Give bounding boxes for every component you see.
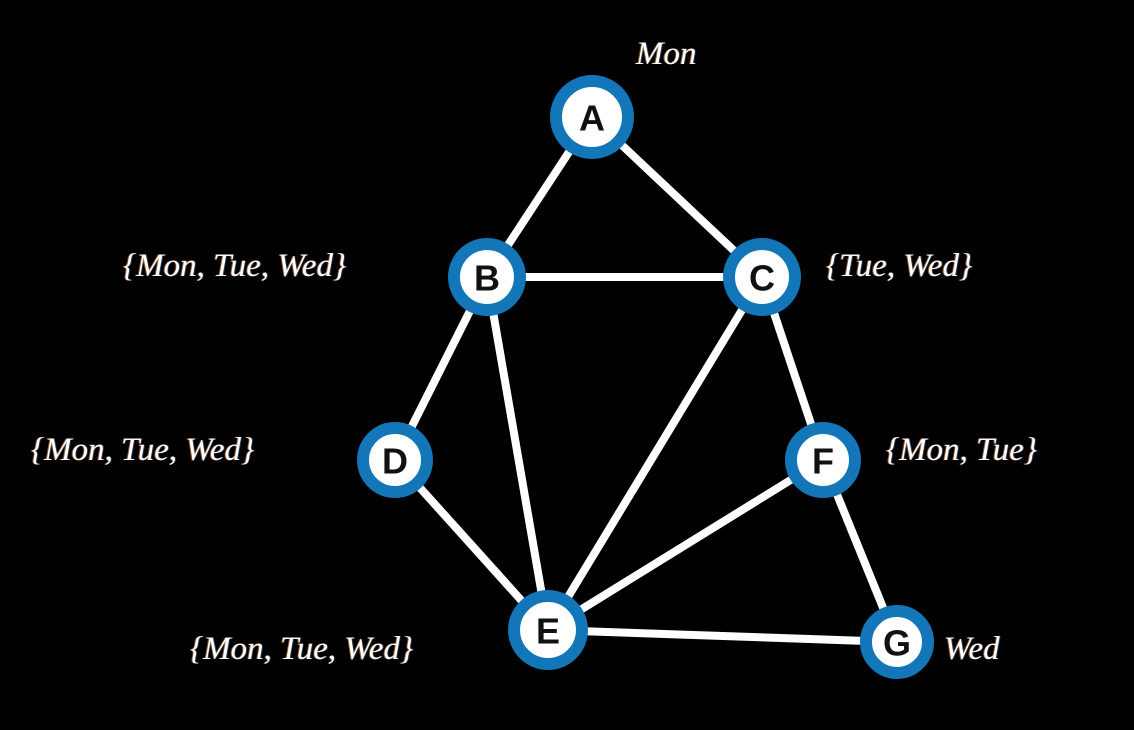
domain-label-e: {Mon, Tue, Wed} xyxy=(190,631,414,667)
node-letter-g: G xyxy=(883,623,911,664)
node-circle-c xyxy=(723,238,801,316)
node-circle-a xyxy=(550,75,634,159)
graph-edge-a-c xyxy=(617,140,739,256)
node-layer: A B C D E F G xyxy=(357,75,934,679)
node-circle-g xyxy=(860,605,934,679)
graph-node-e[interactable]: E xyxy=(508,590,588,670)
graph-edge-c-f xyxy=(769,309,816,429)
graph-node-f[interactable]: F xyxy=(785,422,861,498)
edge-layer xyxy=(407,140,888,645)
node-letter-d: D xyxy=(382,441,408,482)
domain-label-g: Wed xyxy=(944,631,1000,667)
node-letter-f: F xyxy=(812,441,834,482)
node-circle-d xyxy=(357,422,433,498)
graph-node-g[interactable]: G xyxy=(860,605,934,679)
domain-label-d: {Mon, Tue, Wed} xyxy=(31,432,255,468)
graph-edge-b-d xyxy=(407,307,475,431)
node-letter-a: A xyxy=(579,98,605,139)
graph-edge-e-f xyxy=(577,475,796,614)
graph-edge-f-g xyxy=(832,490,888,613)
domain-label-c: {Tue, Wed} xyxy=(826,248,973,284)
graph-node-a[interactable]: A xyxy=(550,75,634,159)
domain-label-f: {Mon, Tue} xyxy=(886,432,1038,468)
graph-node-d[interactable]: D xyxy=(357,422,433,498)
domain-label-b: {Mon, Tue, Wed} xyxy=(123,248,347,284)
domain-label-a: Mon xyxy=(636,36,697,72)
node-circle-b xyxy=(448,238,526,316)
graph-edge-b-e xyxy=(489,311,546,595)
graph-edge-a-b xyxy=(503,147,574,250)
graph-edge-e-g xyxy=(584,627,864,645)
graph-edge-d-e xyxy=(415,483,527,606)
node-letter-e: E xyxy=(536,611,560,652)
node-letter-b: B xyxy=(474,258,500,299)
graph-node-b[interactable]: B xyxy=(448,238,526,316)
node-circle-e xyxy=(508,590,588,670)
node-letter-c: C xyxy=(749,258,775,299)
graph-edge-c-e xyxy=(563,305,747,601)
graph-node-c[interactable]: C xyxy=(723,238,801,316)
node-circle-f xyxy=(785,422,861,498)
